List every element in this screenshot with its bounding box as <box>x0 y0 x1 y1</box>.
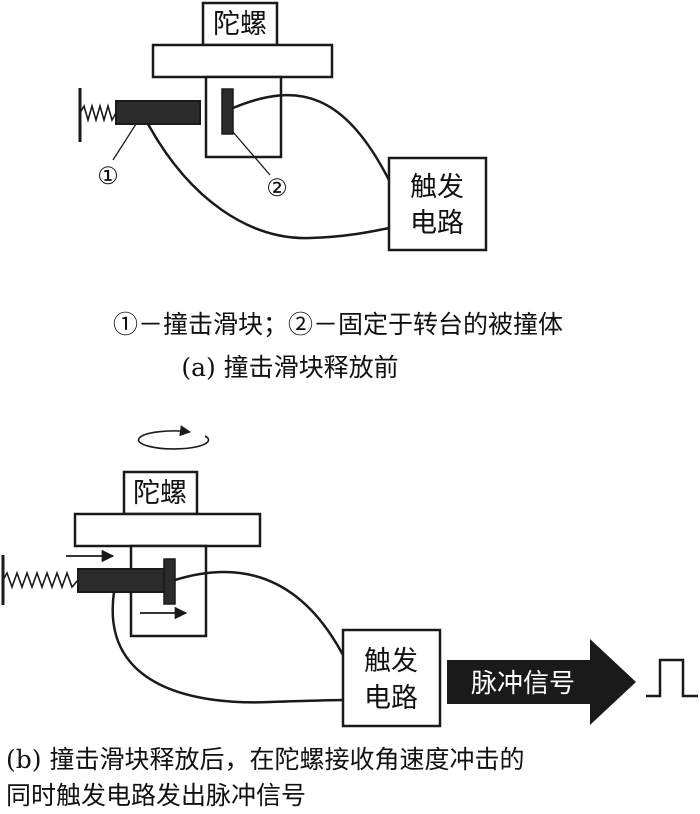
caption-a: (a) 撞击滑块释放前 <box>181 353 398 382</box>
turntable-plate-a <box>151 43 334 79</box>
caption-b-line2: 同时触发电路发出脉冲信号 <box>6 781 306 810</box>
leader-line-1 <box>112 123 137 161</box>
trigger-circuit-line2-a: 电路 <box>410 208 464 239</box>
trigger-circuit-box-a <box>387 156 488 252</box>
trigger-circuit-box-b <box>341 628 442 728</box>
gyro-label-a: 陀螺 <box>213 9 267 40</box>
caption-b-line1: (b) 撞击滑块释放后，在陀螺接收角速度冲击的 <box>6 745 524 774</box>
pulse-signal-arrow <box>447 639 636 725</box>
impacted-body-b <box>163 558 176 605</box>
impacted-body-a <box>221 88 234 135</box>
legend-a: ①－撞击滑块；②－固定于转台的被撞体 <box>113 310 563 339</box>
rotation-arrow <box>137 425 210 450</box>
impact-slider-b <box>77 568 165 593</box>
impact-slider-a <box>115 100 201 125</box>
wire-slider-to-circuit-b <box>111 591 344 704</box>
wire-body-to-circuit-a <box>232 94 391 181</box>
wire-body-to-circuit-b <box>174 570 345 656</box>
trigger-circuit-line1-a: 触发 <box>410 172 464 203</box>
pulse-signal-label: 脉冲信号 <box>471 669 575 699</box>
spring-a <box>79 103 117 123</box>
leader-line-2 <box>232 131 271 176</box>
diagram-a: 陀螺 触发 电路 ① ② ①－撞击滑块；②－固定于转台的被撞体 (a) 撞击滑块… <box>78 1 563 382</box>
trigger-circuit-line2-b: 电路 <box>364 683 418 714</box>
gyro-label-b: 陀螺 <box>133 478 187 509</box>
pulse-waveform <box>646 658 698 698</box>
turntable-plate-b <box>73 512 262 548</box>
marker-2: ② <box>266 174 288 202</box>
wire-slider-to-circuit-a <box>146 123 390 240</box>
marker-1: ① <box>97 162 119 190</box>
spring-b <box>2 570 79 590</box>
diagram-b: 陀螺 触发 电路 脉冲信号 (b) 撞击滑块释放后，在陀螺接收角速度冲击的 同时… <box>1 425 698 810</box>
trigger-circuit-line1-b: 触发 <box>364 646 418 677</box>
